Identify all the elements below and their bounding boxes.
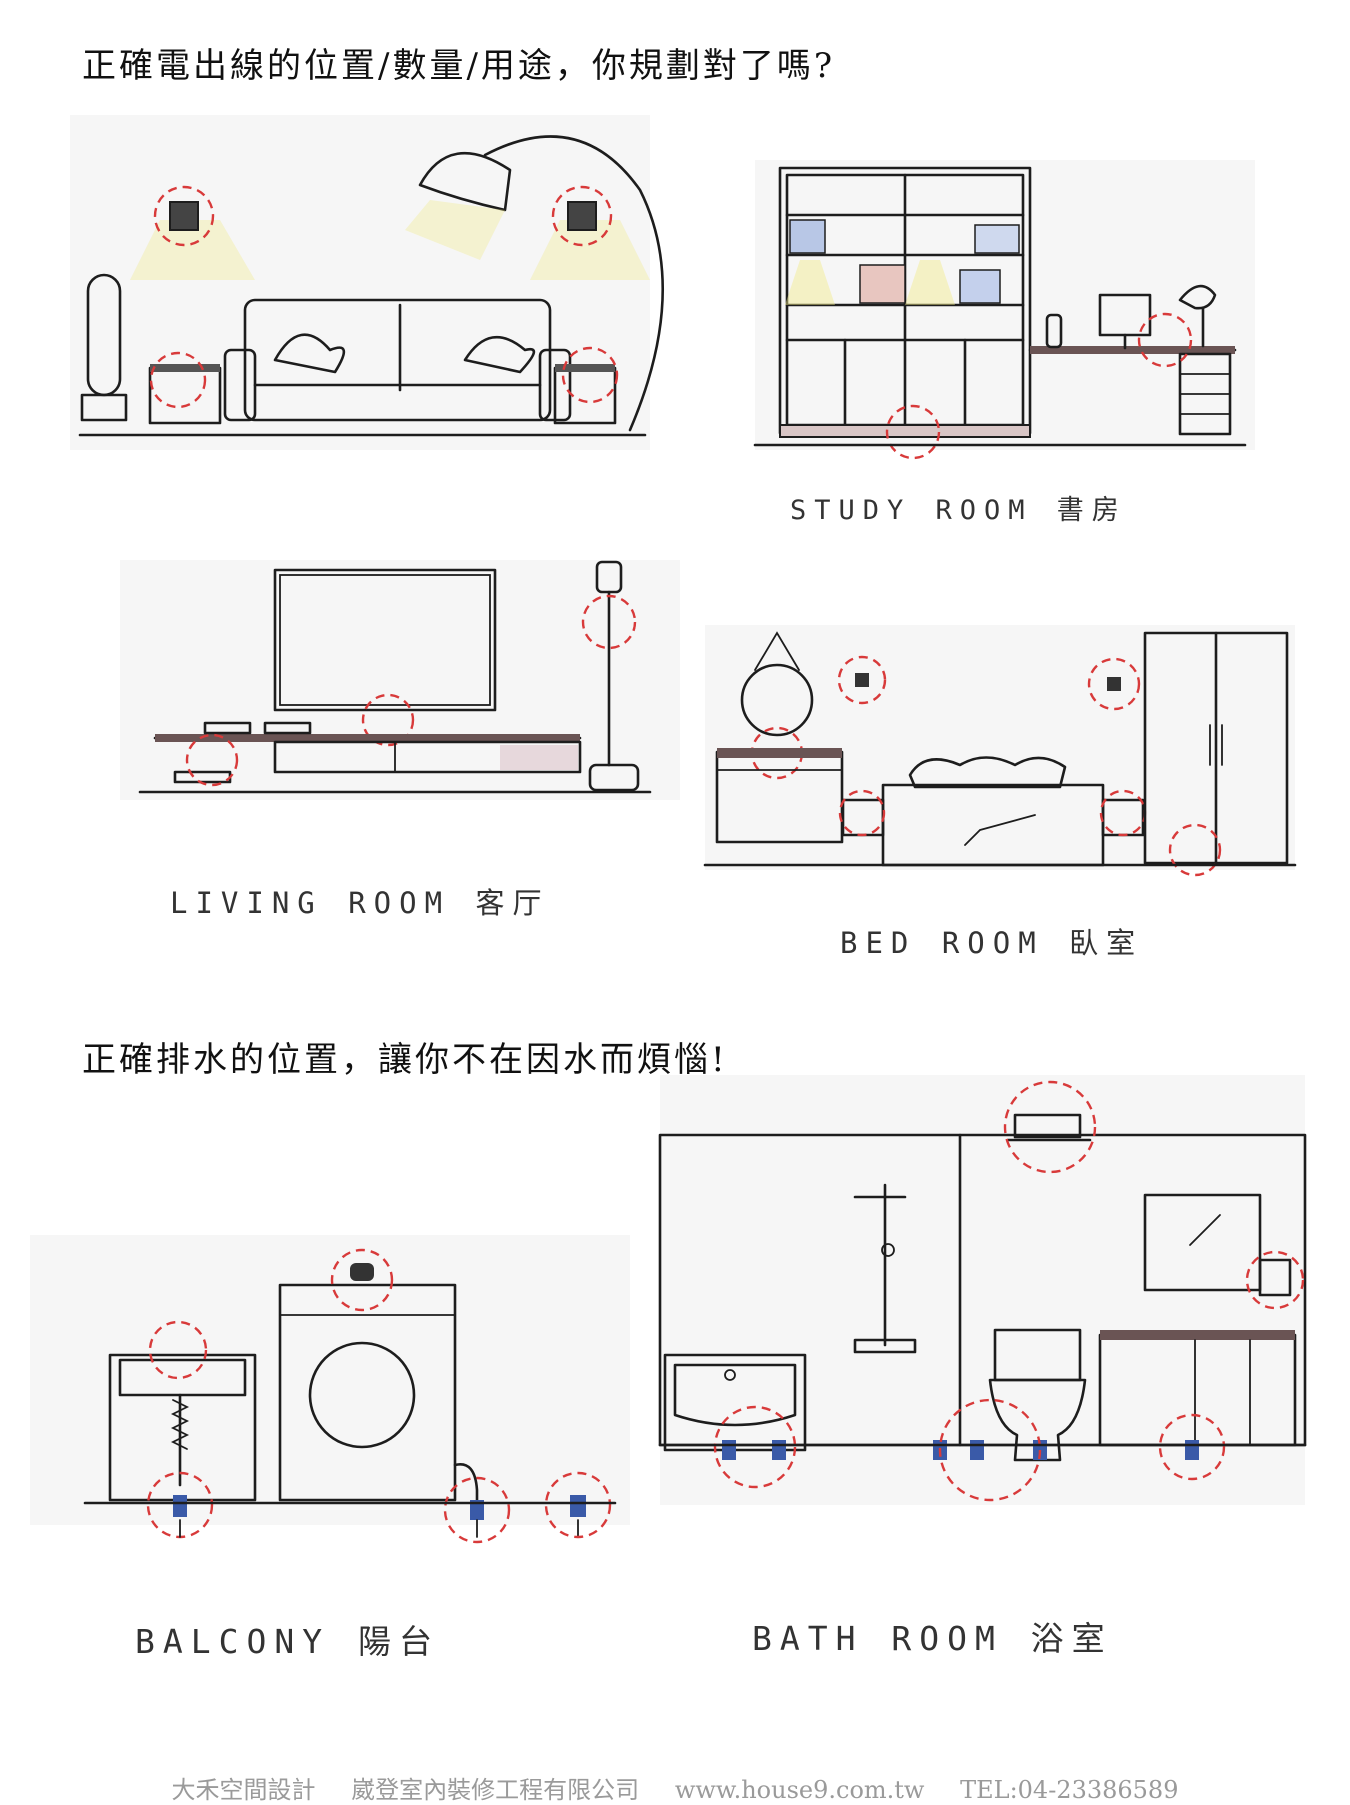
electrical-heading: 正確電出線的位置/數量/用途，你規劃對了嗎? bbox=[82, 46, 836, 86]
balcony-label: BALCONY 陽台 bbox=[135, 1622, 440, 1661]
wall-light-right-icon bbox=[530, 185, 650, 280]
washer-drain-hose-icon bbox=[453, 1463, 484, 1520]
round-mirror-icon bbox=[740, 631, 814, 737]
vacuum-cleaner-icon bbox=[588, 560, 640, 792]
balcony-sketch bbox=[30, 1235, 630, 1565]
footer-contractor: 崴登室內裝修工程有限公司 bbox=[351, 1776, 640, 1804]
wardrobe-icon bbox=[1143, 631, 1289, 865]
floor-drain-icon bbox=[570, 1495, 586, 1538]
living-room-label: LIVING ROOM 客厅 bbox=[170, 886, 550, 920]
desk-icon bbox=[1028, 346, 1237, 436]
footer-phone: TEL:04-23386589 bbox=[960, 1776, 1179, 1804]
bookshelf-icon bbox=[778, 166, 1032, 438]
sofa-icon bbox=[223, 298, 572, 422]
wall-light-bed-left-icon bbox=[837, 655, 887, 705]
nightstand-left-icon bbox=[838, 789, 886, 837]
desk-lamp-icon bbox=[1178, 284, 1217, 348]
washing-machine-icon bbox=[278, 1263, 457, 1502]
floor-lamp-icon bbox=[405, 135, 664, 432]
shower-icon bbox=[853, 1183, 917, 1354]
toilet-icon bbox=[988, 1328, 1087, 1462]
water-heater-icon bbox=[1258, 1258, 1292, 1297]
floor-mirror-icon bbox=[80, 273, 128, 422]
dresser-icon bbox=[715, 748, 844, 844]
wall-light-bed-right-icon bbox=[1087, 657, 1141, 711]
footer-website: www.house9.com.tw bbox=[674, 1776, 925, 1804]
study-room-sketch bbox=[753, 160, 1255, 460]
tv-cabinet-icon bbox=[153, 721, 582, 784]
bedroom-sketch bbox=[703, 625, 1297, 880]
footer-company: 大禾空間設計 bbox=[171, 1776, 316, 1804]
bathroom-sketch bbox=[650, 1075, 1310, 1545]
drainage-heading: 正確排水的位置，讓你不在因水而煩惱! bbox=[82, 1040, 728, 1080]
footer: 大禾空間設計 崴登室內裝修工程有限公司 www.house9.com.tw TE… bbox=[0, 1770, 1350, 1805]
vanity-mirror-icon bbox=[1143, 1193, 1262, 1292]
study-room-label: STUDY ROOM 書房 bbox=[790, 495, 1127, 526]
bedroom-label: BED ROOM 臥室 bbox=[840, 926, 1144, 960]
tv-icon bbox=[273, 568, 497, 712]
wall-light-left-icon bbox=[130, 185, 255, 280]
exhaust-fan-icon bbox=[1006, 1113, 1092, 1142]
tv-wall-sketch bbox=[120, 560, 680, 820]
bathroom-label: BATH ROOM 浴室 bbox=[752, 1619, 1113, 1658]
side-table-left-icon bbox=[148, 351, 222, 425]
sofa-wall-sketch bbox=[60, 110, 670, 470]
monitor-icon bbox=[1098, 293, 1152, 350]
side-table-right-icon bbox=[553, 346, 619, 425]
